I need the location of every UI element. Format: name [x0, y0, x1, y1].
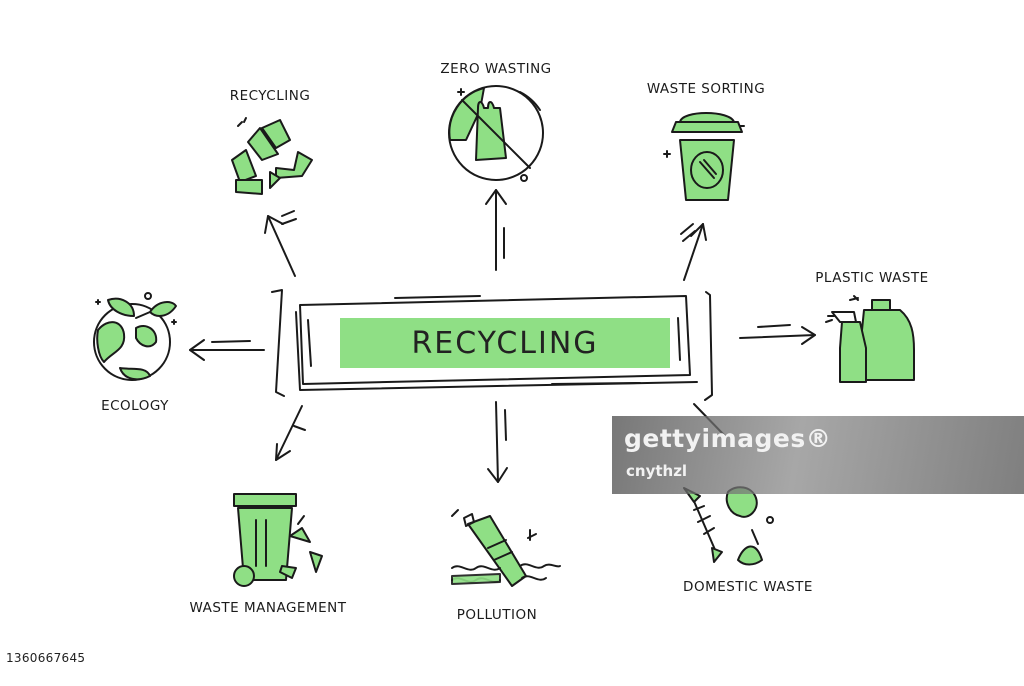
food-scraps-icon — [683, 486, 774, 566]
no-plastic-bag-icon — [448, 85, 544, 182]
label-plastic-waste: PLASTIC WASTE — [815, 270, 929, 286]
center-title: RECYCLING — [411, 325, 599, 361]
arrow-to-recycling — [264, 210, 297, 277]
bottle-in-water-icon — [451, 509, 561, 587]
watermark-logo: gettyimages® — [624, 424, 832, 453]
arrow-to-pollution — [487, 401, 508, 483]
label-waste-management: WASTE MANAGEMENT — [189, 600, 347, 616]
stock-image-id: 1360667645 — [6, 651, 86, 665]
watermark: gettyimages® cnythzl — [612, 416, 1024, 494]
recycle-bin-icon — [233, 493, 323, 587]
label-zero-wasting: ZERO WASTING — [440, 61, 552, 77]
watermark-credit: cnythzl — [626, 462, 688, 480]
sorting-bin-icon — [663, 112, 745, 201]
label-domestic-waste: DOMESTIC WASTE — [683, 579, 813, 595]
arrow-to-waste-sorting — [680, 223, 707, 281]
label-ecology: ECOLOGY — [101, 398, 169, 414]
label-recycling: RECYCLING — [229, 88, 311, 104]
center-frame — [271, 289, 713, 401]
center-highlight — [340, 318, 670, 368]
arrow-to-waste-management — [275, 405, 306, 461]
recycle-icon — [231, 117, 313, 195]
arrow-to-plastic-waste — [739, 324, 816, 345]
label-waste-sorting: WASTE SORTING — [646, 81, 766, 97]
globe-leaf-icon — [93, 292, 177, 381]
arrow-to-zero-wasting — [485, 189, 507, 271]
arrow-to-ecology — [189, 339, 265, 361]
plastic-bottles-icon — [825, 295, 915, 383]
label-pollution: POLLUTION — [456, 607, 538, 623]
